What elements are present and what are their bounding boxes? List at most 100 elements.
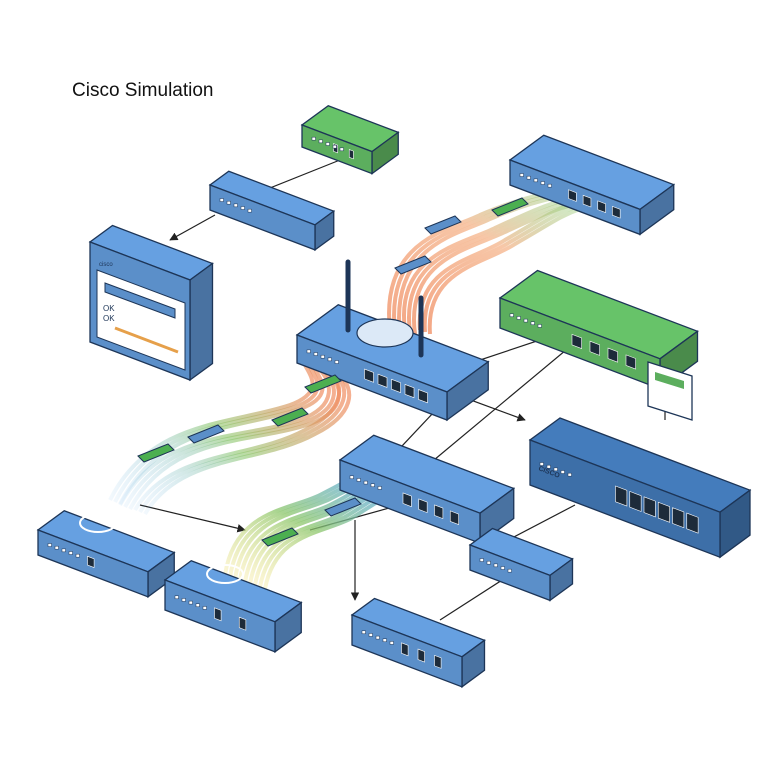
packet-icon — [137, 443, 175, 463]
port-icon — [404, 384, 415, 399]
router-emblem-icon — [79, 513, 117, 533]
led-icon — [332, 144, 337, 149]
led-icon — [54, 545, 59, 550]
led-icon — [507, 568, 512, 573]
led-icon — [567, 472, 572, 477]
led-icon — [313, 352, 318, 356]
devices — [36, 105, 752, 689]
led-icon — [320, 354, 325, 359]
led-icon — [47, 543, 52, 547]
packet-icon — [304, 374, 342, 394]
data-stream — [143, 374, 352, 516]
status-line-1: OK — [103, 304, 115, 313]
packet-icon — [491, 197, 529, 217]
led-icon — [539, 462, 544, 466]
port-icon — [571, 333, 582, 349]
led-icon — [533, 178, 538, 183]
page-title: Cisco Simulation — [72, 80, 214, 101]
led-icon — [240, 206, 245, 210]
led-icon — [226, 200, 231, 205]
port-icon — [434, 504, 444, 520]
led-icon — [349, 475, 354, 480]
connection-line — [139, 504, 246, 533]
data-stream — [427, 207, 581, 335]
status-line-2: OK — [103, 314, 115, 323]
port-icon — [418, 498, 428, 514]
led-icon — [68, 551, 73, 555]
led-icon — [174, 595, 179, 600]
led-icon — [306, 349, 311, 354]
router-emblem-icon — [206, 564, 244, 584]
edge-router-left — [36, 510, 176, 599]
data-stream — [123, 370, 336, 508]
port-icon — [391, 378, 401, 393]
led-icon — [327, 357, 332, 362]
port-icon — [568, 189, 577, 202]
data-streams — [108, 188, 581, 590]
port-icon — [597, 200, 606, 213]
led-icon — [363, 480, 368, 485]
led-icon — [546, 464, 551, 469]
distribution-switch — [338, 434, 516, 545]
cloud-gateway-front — [469, 544, 551, 602]
port-icon — [418, 389, 428, 404]
led-icon — [553, 467, 558, 472]
led-icon — [500, 566, 505, 570]
port-icon — [402, 492, 412, 508]
led-icon — [202, 606, 207, 610]
led-icon — [195, 603, 200, 608]
inline-device-front — [209, 184, 316, 251]
port-icon — [434, 654, 442, 669]
led-icon — [560, 470, 565, 474]
port-icon — [686, 512, 699, 534]
core-router — [295, 259, 490, 422]
port-icon — [377, 373, 388, 388]
port-icon — [643, 496, 656, 518]
packet-icon — [424, 215, 462, 235]
port-icon — [625, 354, 636, 370]
monitor-highlight-line — [114, 326, 179, 354]
port-icon — [657, 501, 670, 523]
led-icon — [370, 483, 375, 488]
inline-device — [208, 170, 336, 252]
led-icon — [61, 548, 66, 553]
led-icon — [188, 600, 193, 605]
monitor-panel-side — [189, 262, 214, 382]
port-icon — [582, 194, 592, 208]
led-icon — [75, 553, 80, 558]
top-right-switch — [508, 134, 676, 236]
port-icon — [87, 555, 95, 569]
led-icon — [537, 324, 542, 328]
connection-line — [169, 214, 216, 241]
led-icon — [516, 316, 521, 320]
port-icon — [449, 510, 459, 526]
led-icon — [540, 181, 545, 185]
port-icon — [348, 149, 354, 160]
led-icon — [486, 560, 491, 565]
port-icon — [238, 616, 247, 631]
led-icon — [334, 360, 339, 364]
port-icon — [589, 340, 600, 356]
led-icon — [509, 313, 514, 318]
led-icon — [361, 630, 366, 635]
port-icon — [401, 642, 409, 657]
port-icon — [364, 368, 374, 383]
led-icon — [389, 641, 394, 645]
led-icon — [377, 486, 382, 490]
edge-router-bottom — [163, 560, 303, 654]
led-icon — [356, 478, 361, 482]
port-icon — [615, 485, 628, 507]
led-icon — [382, 638, 387, 643]
led-icon — [519, 173, 524, 177]
monitor-bar — [104, 282, 176, 319]
connection-line — [439, 574, 511, 621]
packet-icon — [271, 407, 309, 427]
data-stream — [401, 198, 566, 331]
led-icon — [375, 635, 380, 640]
data-stream — [422, 205, 576, 333]
data-stream — [118, 368, 331, 506]
led-icon — [233, 203, 238, 208]
cisco-switch — [528, 417, 752, 559]
led-icon — [339, 147, 344, 152]
